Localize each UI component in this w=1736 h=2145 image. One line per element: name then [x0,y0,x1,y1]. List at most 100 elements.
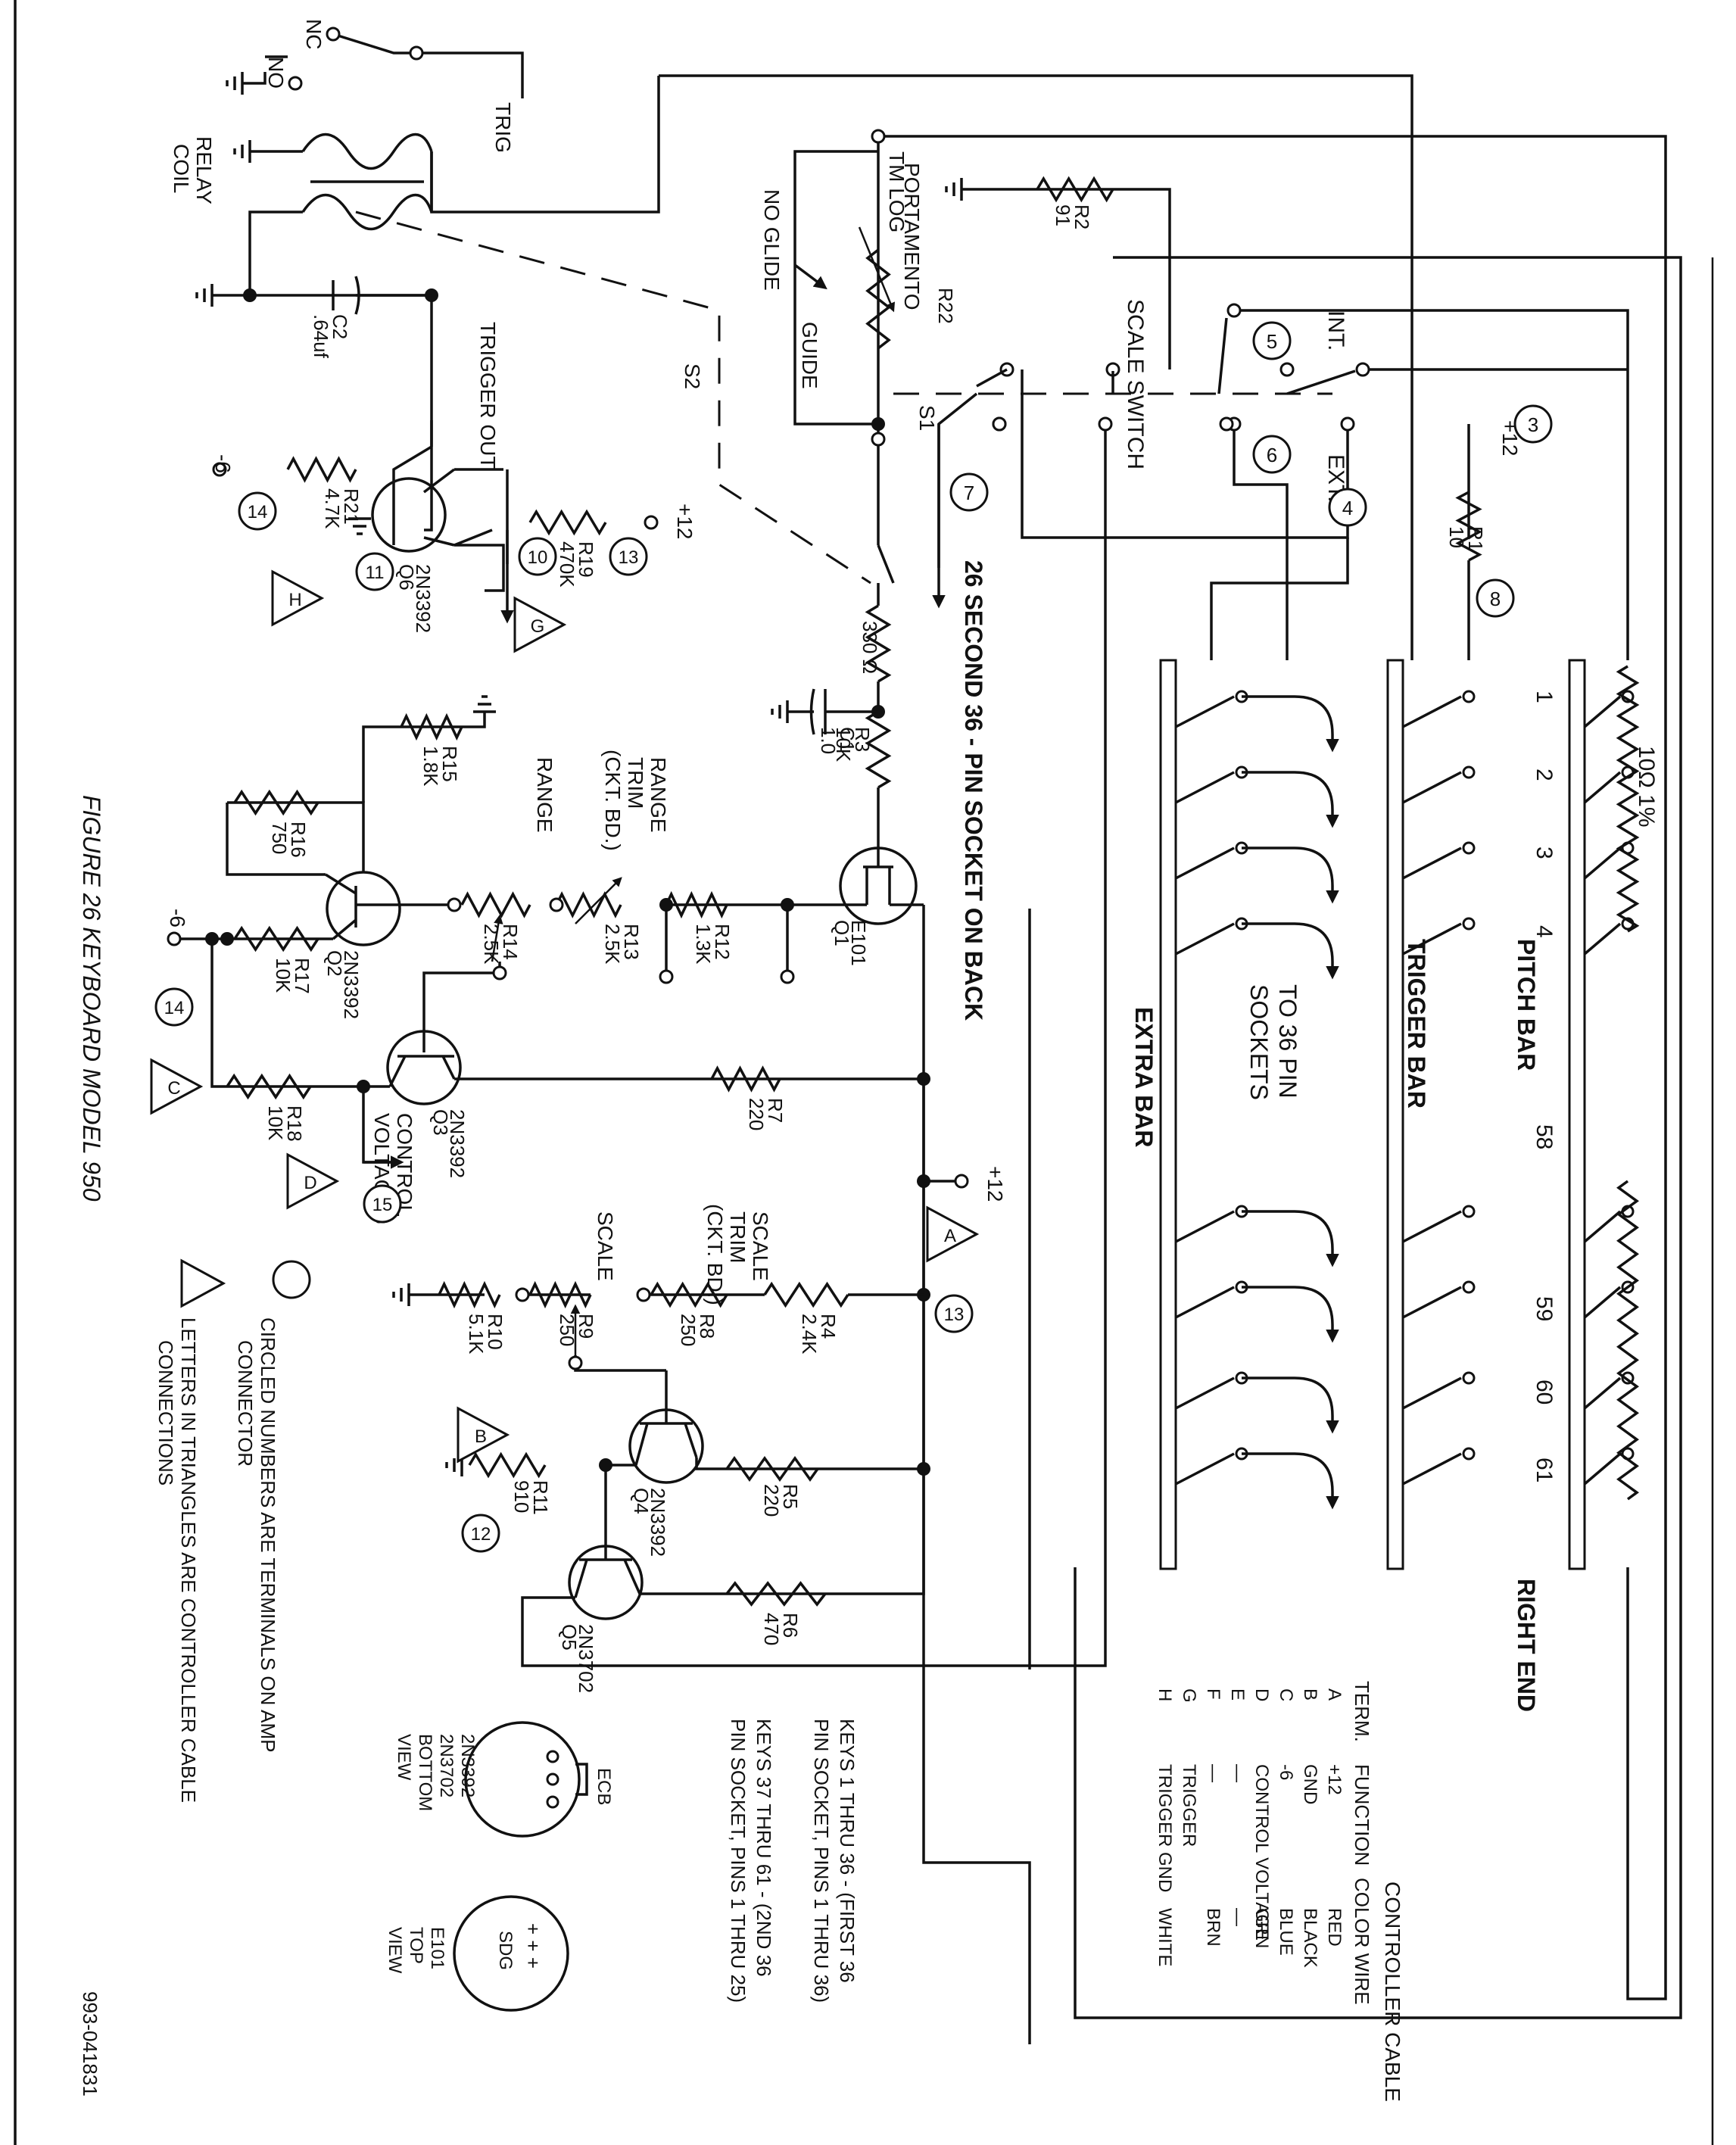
trigger-bar-label: TRIGGER BAR [1403,939,1430,1108]
terminal-13-right: 13 [934,1294,974,1333]
r14-node [447,897,462,912]
relay-label: RELAY [192,136,216,204]
wire-r21 [392,420,433,485]
range-label: RANGE [533,757,556,833]
socket-arrow [1242,1286,1339,1343]
cable-row-function: -6 [1276,1764,1296,1780]
part-q4: 2N3392 [647,1488,669,1557]
key-contact-wire [1583,1452,1622,1486]
legend-triangle-symbol [180,1258,226,1308]
r9-pin [568,1355,583,1370]
relay-arm-pin [409,45,424,61]
extra-bar [1159,659,1177,1570]
key-contact-wire [1175,695,1235,728]
socket-arrow [1242,695,1339,753]
label-r5: R5 [779,1484,802,1509]
controller-cable-table: CONTROLLER CABLE TERM. FUNCTION COLOR WI… [1155,1681,1404,2102]
socket-arrow [1242,846,1339,904]
plus12-pin [954,1174,969,1189]
cable-header-term: TERM. [1351,1681,1373,1742]
resistor-r14 [460,891,531,918]
svg-text:3: 3 [1528,413,1538,436]
value-r18: 10K [264,1105,287,1141]
r22-top-node [871,129,886,144]
socket-arrow [1242,771,1339,828]
label-q4: Q4 [630,1488,653,1514]
svg-text:11: 11 [366,563,385,583]
neg6-left: -6 [166,909,189,928]
label-r22: R22 [934,288,957,324]
terminal-14-bottom: 14 [154,987,194,1027]
label-q5: Q5 [558,1624,581,1651]
key-number-61: 61 [1532,1458,1557,1482]
cable-header-color: COLOR WIRE [1351,1878,1373,2005]
neg6-pin-left [167,931,182,946]
key-contact-wire [1583,1286,1622,1319]
key-number-59: 59 [1532,1296,1557,1321]
key-number-58: 58 [1532,1124,1557,1149]
key-contact-wire [1402,1376,1462,1410]
to-sockets-label-2: SOCKETS [1245,984,1273,1100]
label-q3: Q3 [429,1109,452,1136]
part-q6: 2N3392 [412,564,435,633]
cable-row-function: — [1227,1764,1248,1782]
range-trim-3: (CKT. BD.) [601,750,625,851]
key-contact-wire [1175,846,1235,880]
label-r19: R19 [575,541,597,578]
wire-r6 [640,1469,925,1595]
keys-note-1: KEYS 1 THRU 36 - (FIRST 36 [836,1719,859,1983]
value-r19: 470K [556,541,578,588]
label-r12: R12 [711,924,734,960]
neg6-trigger: -6 [211,454,235,473]
pitch-bar [1568,659,1586,1570]
capacitor-c1 [787,688,878,735]
s1-label: S1 [915,405,939,431]
plus12-right: +12 [983,1166,1007,1202]
sdg-line-3: VIEW [385,1927,405,1974]
cable-row-term: E [1227,1688,1248,1701]
wire-q6 [453,468,505,592]
glide-switch-blade [793,263,827,290]
resistor-r1 [1455,491,1482,562]
key-number-1: 1 [1532,691,1557,703]
wire-r9 [574,1355,666,1372]
trigger-bar [1386,659,1404,1570]
cable-connection-a: A [926,1205,980,1263]
terminal-4: 4 [1328,488,1367,527]
wire-relay-top [424,151,433,532]
ground-r2 [945,178,963,201]
scale-label: SCALE [594,1211,617,1281]
cable-row-function: +12 [1324,1764,1345,1795]
transistor-q1 [839,846,924,925]
svg-text:H: H [288,590,301,610]
part-q1: E101 [847,920,870,966]
int-label: INT. [1323,310,1348,351]
scale-switch-label: SCALE SWITCH [1123,299,1148,469]
to-sockets-label-1: TO 36 PIN [1274,984,1301,1099]
key-contact-pin [1462,1447,1476,1461]
key-contacts [1175,690,1635,1510]
socket-arrow [1242,1452,1339,1510]
svg-text:D: D [304,1173,316,1193]
label-r17: R17 [291,958,313,994]
part-q2: 2N3392 [340,950,363,1019]
range-trim-2: TRIM [624,757,647,809]
scale-switch-contacts [976,303,1370,432]
cable-row-function: TRIGGER GND [1155,1764,1175,1892]
sdg-line-2: TOP [406,1927,426,1964]
terminal-6: 6 [1252,435,1292,474]
cable-row-function: TRIGGER [1179,1764,1199,1847]
resistor-r11 [468,1451,547,1479]
resistor-r13 [555,891,622,918]
label-c2: C2 [329,314,351,339]
key-contact-wire [1583,922,1622,956]
label-r18: R18 [283,1105,306,1142]
s2-dash [355,210,871,585]
wire-int [1234,309,1629,660]
pitch-bar-label: PITCH BAR [1513,939,1540,1071]
terminal-5: 5 [1252,321,1292,360]
nc-label: NC [302,19,326,49]
range-trim-1: RANGE [647,757,670,833]
terminal-3: 3 [1513,404,1553,444]
keys-note-3: KEYS 37 THRU 61 - (2ND 36 [753,1719,775,1977]
